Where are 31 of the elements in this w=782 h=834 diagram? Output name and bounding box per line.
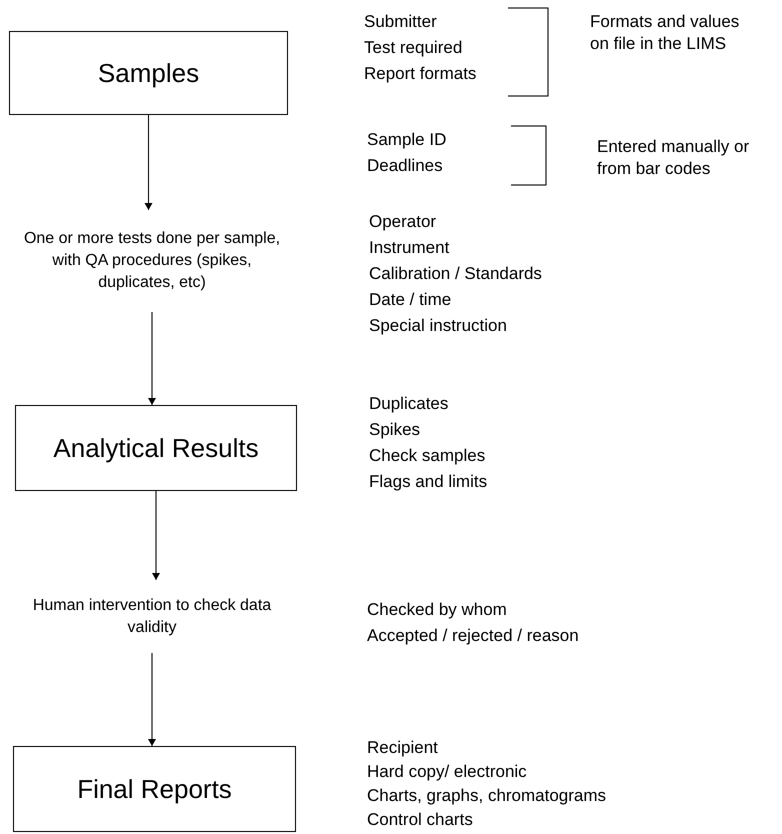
list-item-text: Checked by whom (367, 599, 508, 621)
list-item-text: Operator (369, 211, 438, 233)
list-item-text: Instrument (369, 237, 450, 259)
list-item-text: Report formats (364, 63, 478, 85)
list-item-text: Spikes (369, 419, 422, 441)
list-item-text: Date / time (369, 289, 452, 311)
note-text: Formats and values on file in the LIMS (590, 11, 740, 55)
arrow (152, 490, 160, 580)
list-item-text: Flags and limits (369, 471, 488, 493)
list-item-text: Control charts (367, 809, 474, 831)
arrow (148, 312, 156, 406)
list-item-text: Submitter (364, 11, 438, 33)
list-item-text: Deadlines (367, 155, 444, 177)
process-box: Samples (9, 31, 288, 115)
list-item-text: Accepted / rejected / reason (367, 625, 580, 647)
list-item-text: Check samples (369, 445, 486, 467)
list-item-text: Duplicates (369, 393, 450, 415)
process-box: Analytical Results (15, 405, 297, 491)
step-text: Human intervention to check data validity (14, 580, 290, 653)
list-item-text: Charts, graphs, chromatograms (367, 785, 608, 807)
list-item-text: Special instruction (369, 315, 508, 337)
list-item-text: Sample ID (367, 129, 448, 151)
arrow (148, 652, 156, 746)
list-item-text: Hard copy/ electronic (367, 761, 528, 783)
list-item-text: Calibration / Standards (369, 263, 543, 285)
step-text: One or more tests done per sample, with QA procedures (spikes, duplicates, etc) (14, 210, 290, 312)
list-item-text: Recipient (367, 737, 439, 759)
list-item-text: Test required (364, 37, 464, 59)
note-text: Entered manually or from bar codes (597, 136, 750, 180)
process-box: Final Reports (13, 746, 296, 832)
arrow (144, 114, 152, 210)
